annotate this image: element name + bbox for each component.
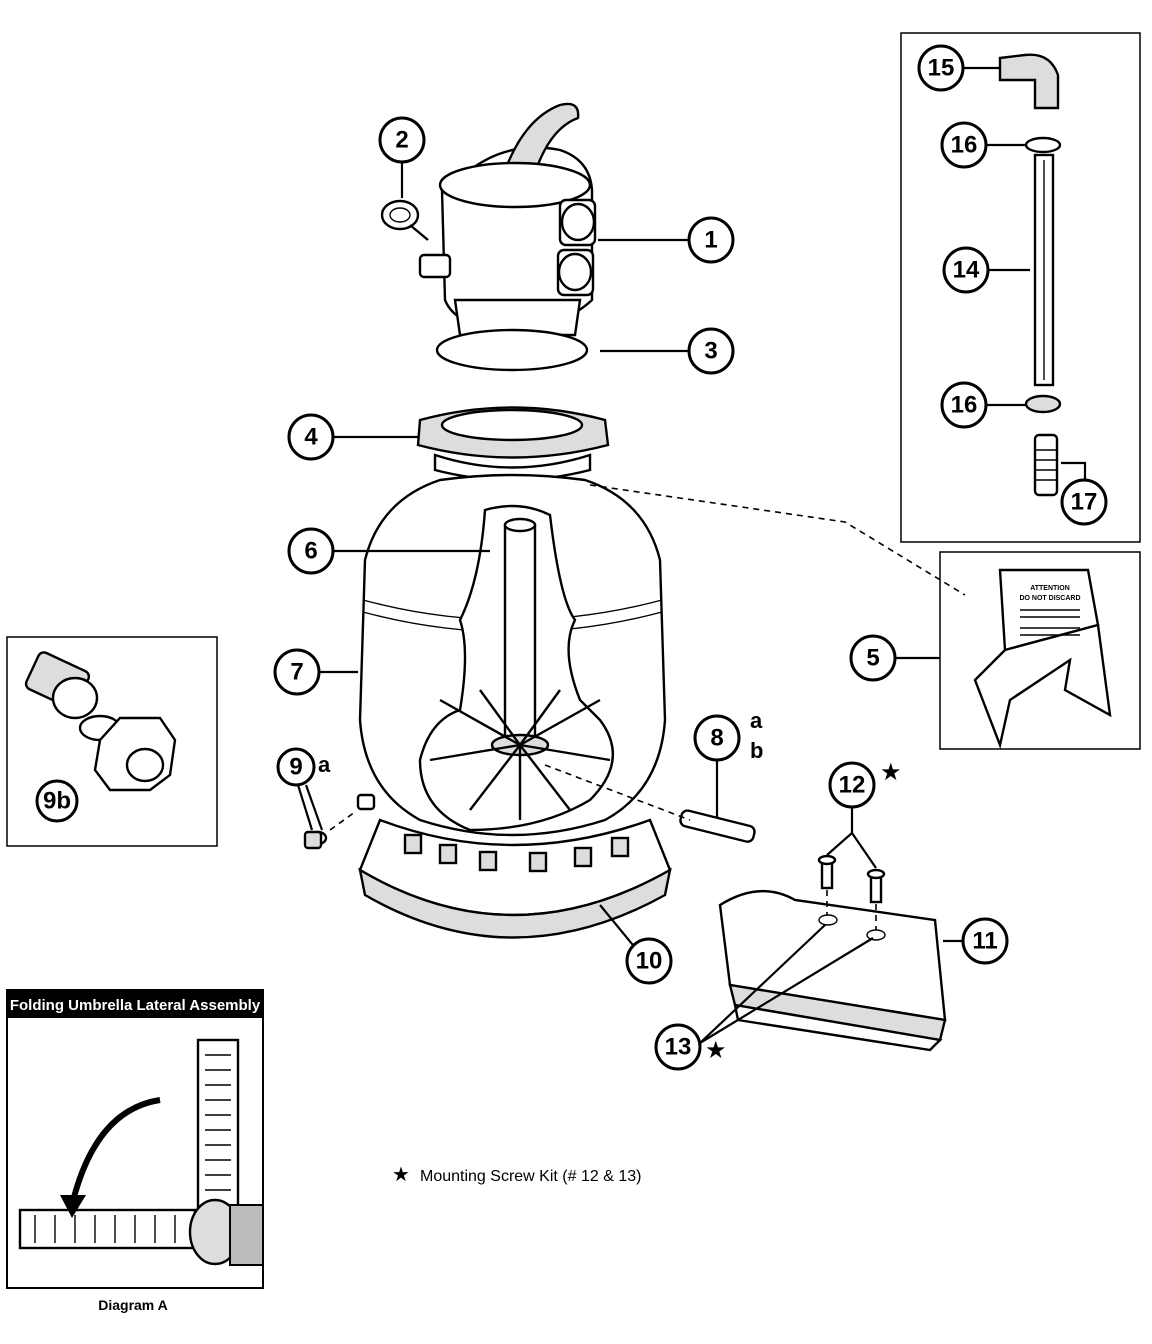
svg-text:7: 7 bbox=[290, 659, 303, 686]
lateral-slots bbox=[205, 1054, 231, 1191]
pressure-gauge bbox=[380, 199, 429, 241]
filter-stand bbox=[718, 890, 947, 1052]
callout-16-bottom: 16 bbox=[940, 381, 988, 429]
callout-2: 2 bbox=[378, 116, 426, 164]
svg-text:10: 10 bbox=[636, 948, 663, 975]
callout-8-suffix-a: a bbox=[750, 708, 763, 733]
svg-text:2: 2 bbox=[395, 127, 408, 154]
callout-7: 7 bbox=[273, 648, 321, 696]
legend-text: Mounting Screw Kit (# 12 & 13) bbox=[420, 1168, 641, 1185]
warning-sign-box: ATTENTION DO NOT DISCARD bbox=[589, 484, 1141, 750]
callout-13: 13 bbox=[654, 1023, 702, 1071]
lateral-connector bbox=[544, 764, 756, 843]
callout-5: 5 bbox=[849, 634, 897, 682]
svg-text:12: 12 bbox=[839, 772, 866, 799]
valve-o-ring bbox=[435, 328, 589, 372]
callout-3: 3 bbox=[687, 327, 735, 375]
svg-text:16: 16 bbox=[951, 392, 978, 419]
drain-plug bbox=[303, 793, 376, 850]
callout-9-suffix-a: a bbox=[318, 752, 331, 777]
lateral-slots-horizontal bbox=[34, 1215, 176, 1243]
bypass-kit-box bbox=[900, 32, 1141, 543]
svg-text:3: 3 bbox=[704, 338, 717, 365]
callout-12: 12 bbox=[828, 761, 876, 809]
callout-9: 9 bbox=[276, 747, 316, 787]
callout-8: 8 bbox=[693, 714, 741, 762]
svg-text:6: 6 bbox=[304, 538, 317, 565]
legend: ★ Mounting Screw Kit (# 12 & 13) bbox=[392, 1162, 641, 1186]
svg-text:13: 13 bbox=[665, 1034, 692, 1061]
callout-12-star-icon: ★ bbox=[880, 758, 902, 786]
svg-text:9: 9 bbox=[289, 754, 302, 781]
callout-15: 15 bbox=[917, 44, 965, 92]
callout-16-top: 16 bbox=[940, 121, 988, 169]
mounting-screws bbox=[817, 854, 886, 930]
standpipe-lateral-assembly bbox=[418, 504, 614, 832]
svg-text:16: 16 bbox=[951, 132, 978, 159]
svg-text:1: 1 bbox=[704, 227, 717, 254]
callout-8-suffix-b: b bbox=[750, 738, 763, 763]
callout-4: 4 bbox=[287, 413, 335, 461]
legend-star-icon: ★ bbox=[392, 1162, 410, 1186]
callout-6: 6 bbox=[287, 527, 335, 575]
warning-sign-line2: DO NOT DISCARD bbox=[1019, 595, 1080, 602]
callout-1: 1 bbox=[687, 216, 735, 264]
svg-text:5: 5 bbox=[866, 645, 879, 672]
svg-text:4: 4 bbox=[304, 424, 318, 451]
callout-10: 10 bbox=[625, 937, 673, 985]
leader-lines bbox=[296, 66, 1087, 1044]
callout-13-star-icon: ★ bbox=[705, 1036, 727, 1064]
inset-caption: Diagram A bbox=[98, 1297, 168, 1313]
inset-title: Folding Umbrella Lateral Assembly bbox=[10, 997, 261, 1014]
callout-9b: 9b bbox=[35, 779, 79, 823]
svg-text:14: 14 bbox=[953, 257, 980, 284]
tank-collar bbox=[416, 406, 610, 482]
svg-text:11: 11 bbox=[972, 928, 997, 955]
diagram-a-inset: Folding Umbrella Lateral Assembly bbox=[6, 989, 264, 1313]
callout-17: 17 bbox=[1060, 478, 1108, 526]
svg-text:15: 15 bbox=[928, 55, 955, 82]
callout-11: 11 bbox=[961, 917, 1009, 965]
warning-sign-line1: ATTENTION bbox=[1030, 585, 1070, 592]
tank-base bbox=[358, 818, 672, 939]
callout-14: 14 bbox=[942, 246, 990, 294]
svg-text:8: 8 bbox=[710, 725, 723, 752]
svg-text:9b: 9b bbox=[43, 788, 71, 815]
svg-text:17: 17 bbox=[1071, 489, 1098, 516]
multiport-valve bbox=[418, 102, 597, 357]
drain-assembly-inset bbox=[6, 636, 218, 847]
